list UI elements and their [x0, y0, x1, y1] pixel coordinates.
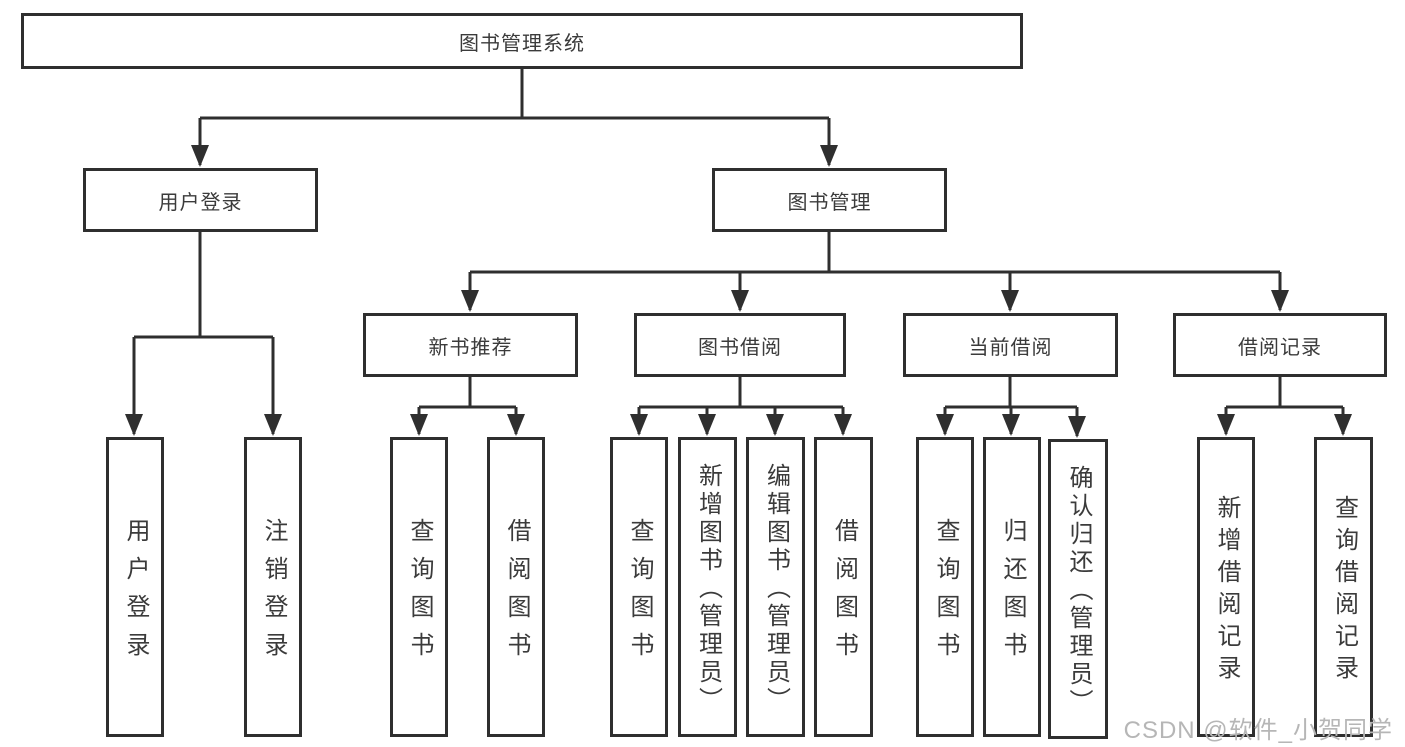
leaf-add-borrow-record: 新增借阅记录 [1197, 437, 1255, 737]
node-new-book-recommend: 新书推荐 [363, 313, 578, 377]
node-current-borrow: 当前借阅 [903, 313, 1118, 377]
leaf-confirm-return-admin: 确认归还（管理员） [1048, 439, 1108, 739]
connector-user-login-bus [134, 232, 273, 339]
leaf-add-books-admin: 新增图书（管理员） [678, 437, 737, 737]
node-root: 图书管理系统 [21, 13, 1023, 69]
node-borrow-records: 借阅记录 [1173, 313, 1387, 377]
leaf-query-books: 查询图书 [610, 437, 668, 737]
leaf-user-login: 用户登录 [106, 437, 164, 737]
connector-book-management-bus [470, 232, 1280, 274]
leaf-query-books: 查询图书 [390, 437, 448, 737]
node-book-management: 图书管理 [712, 168, 947, 232]
csdn-watermark: CSDN @软件_小贺同学 [1123, 717, 1393, 744]
node-book-borrow: 图书借阅 [634, 313, 846, 377]
connector-current-borrow-bus [945, 377, 1077, 409]
leaf-edit-books-admin: 编辑图书（管理员） [746, 437, 805, 737]
connector-book-borrow-bus [639, 377, 843, 409]
node-user-login: 用户登录 [83, 168, 318, 232]
leaf-borrow-books: 借阅图书 [814, 437, 873, 737]
connector-new-book-bus [419, 377, 516, 409]
leaf-borrow-books: 借阅图书 [487, 437, 545, 737]
leaf-query-borrow-record: 查询借阅记录 [1314, 437, 1373, 737]
connector-root-bus [200, 69, 829, 120]
connector-borrow-records-bus [1226, 377, 1343, 409]
leaf-query-books: 查询图书 [916, 437, 974, 737]
leaf-return-books: 归还图书 [983, 437, 1041, 737]
leaf-logout-login: 注销登录 [244, 437, 302, 737]
